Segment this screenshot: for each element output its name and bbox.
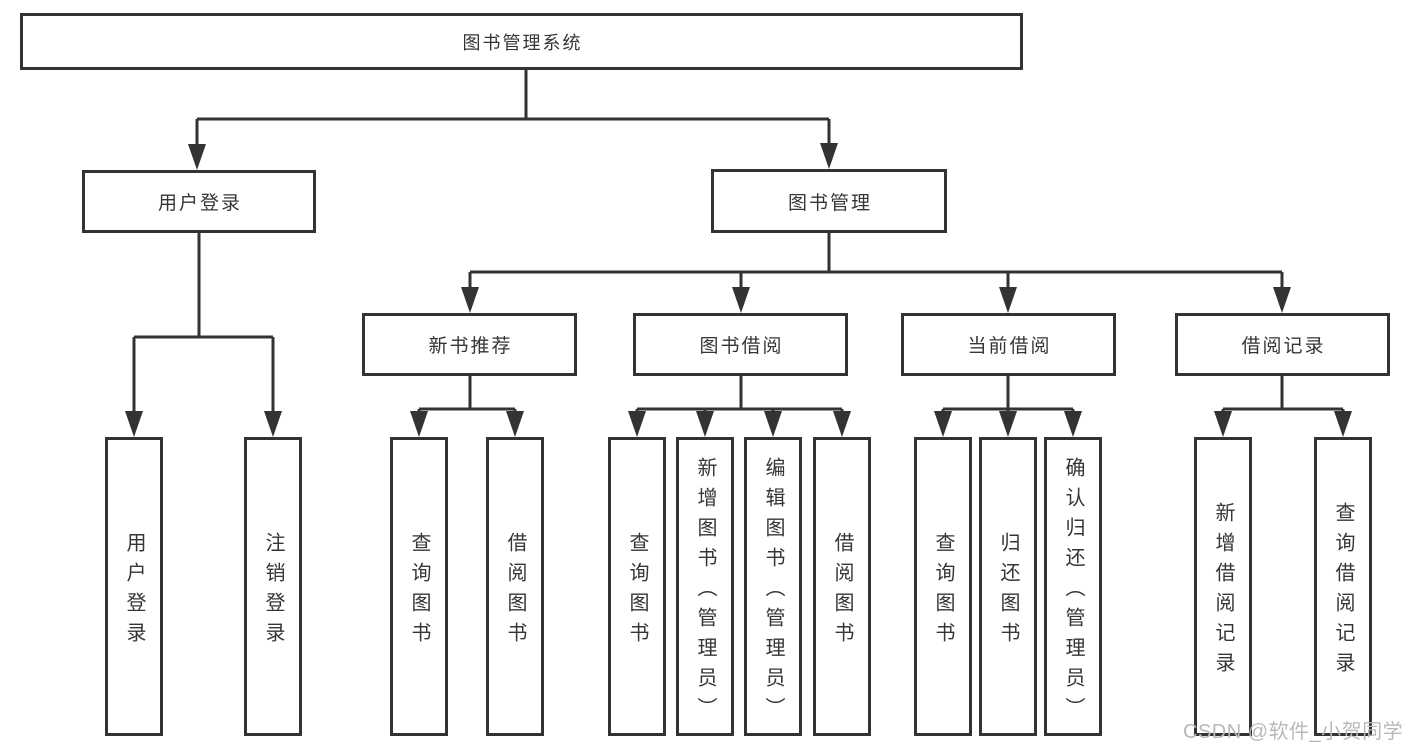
leaf-user-login: 用户登录 <box>105 437 163 736</box>
arrow-down-icon <box>833 411 851 437</box>
leaf-query-borrow-record: 查询借阅记录 <box>1314 437 1372 736</box>
node-library-management-system: 图书管理系统 <box>20 13 1023 70</box>
leaf-edit-books-admin: 编辑图书（管理员） <box>744 437 802 736</box>
arrow-down-icon <box>1214 411 1232 437</box>
node-new-book-recommendation: 新书推荐 <box>362 313 577 376</box>
node-label: 查询图书 <box>932 531 954 652</box>
leaf-query-books: 查询图书 <box>914 437 972 736</box>
node-label: 新增图书（管理员） <box>694 456 716 727</box>
arrow-down-icon <box>188 144 206 170</box>
arrow-down-icon <box>999 411 1017 437</box>
node-label: 编辑图书（管理员） <box>762 456 784 727</box>
node-label: 查询借阅记录 <box>1332 501 1354 682</box>
arrow-down-icon <box>999 287 1017 313</box>
node-label: 新增借阅记录 <box>1212 501 1234 682</box>
leaf-logout: 注销登录 <box>244 437 302 736</box>
node-label: 借阅记录 <box>1241 336 1326 357</box>
arrow-down-icon <box>410 411 428 437</box>
node-label: 确认归还（管理员） <box>1062 456 1084 727</box>
arrow-down-icon <box>820 143 838 169</box>
node-label: 归还图书 <box>997 531 1019 652</box>
edge-new-book-rec-to-leaves <box>417 376 517 433</box>
edge-book-mgmt-to-level3 <box>468 233 1284 309</box>
edge-user-login-to-leaves <box>132 233 275 433</box>
arrow-down-icon <box>696 411 714 437</box>
node-user-login: 用户登录 <box>82 170 316 233</box>
leaf-confirm-return-admin: 确认归还（管理员） <box>1044 437 1102 736</box>
arrow-down-icon <box>1064 411 1082 437</box>
node-label: 借阅图书 <box>831 531 853 652</box>
node-current-borrowing: 当前借阅 <box>901 313 1116 376</box>
leaf-return-books: 归还图书 <box>979 437 1037 736</box>
node-label: 查询图书 <box>408 531 430 652</box>
edge-borrow-records-to-leaves <box>1221 376 1345 433</box>
arrow-down-icon <box>461 287 479 313</box>
csdn-watermark: CSDN @软件_小贺同学 <box>1183 721 1404 743</box>
edge-book-borrow-to-leaves <box>635 376 844 433</box>
leaf-add-borrow-record: 新增借阅记录 <box>1194 437 1252 736</box>
arrow-down-icon <box>1273 287 1291 313</box>
leaf-borrow-books: 借阅图书 <box>813 437 871 736</box>
leaf-borrow-books: 借阅图书 <box>486 437 544 736</box>
node-borrowing-records: 借阅记录 <box>1175 313 1390 376</box>
arrow-down-icon <box>628 411 646 437</box>
node-label: 注销登录 <box>262 531 284 652</box>
node-label: 查询图书 <box>626 531 648 652</box>
node-label: 当前借阅 <box>967 336 1052 357</box>
leaf-query-books: 查询图书 <box>390 437 448 736</box>
arrow-down-icon <box>125 411 143 437</box>
arrow-down-icon <box>764 411 782 437</box>
node-label: 图书管理系统 <box>462 32 583 53</box>
arrow-down-icon <box>934 411 952 437</box>
arrow-down-icon <box>506 411 524 437</box>
arrow-down-icon <box>1334 411 1352 437</box>
node-label: 新书推荐 <box>428 336 513 357</box>
wires <box>132 70 1345 433</box>
arrow-down-icon <box>264 411 282 437</box>
arrow-down-icon <box>732 287 750 313</box>
leaf-add-books-admin: 新增图书（管理员） <box>676 437 734 736</box>
node-label: 用户登录 <box>123 531 145 652</box>
node-label: 借阅图书 <box>504 531 526 652</box>
edge-root-to-level2 <box>195 70 831 166</box>
node-label: 图书借阅 <box>699 336 784 357</box>
node-book-management: 图书管理 <box>711 169 947 233</box>
node-book-borrowing: 图书借阅 <box>633 313 848 376</box>
leaf-query-books: 查询图书 <box>608 437 666 736</box>
node-label: 用户登录 <box>157 193 242 214</box>
node-label: 图书管理 <box>787 192 872 214</box>
arrowheads <box>125 143 1352 437</box>
